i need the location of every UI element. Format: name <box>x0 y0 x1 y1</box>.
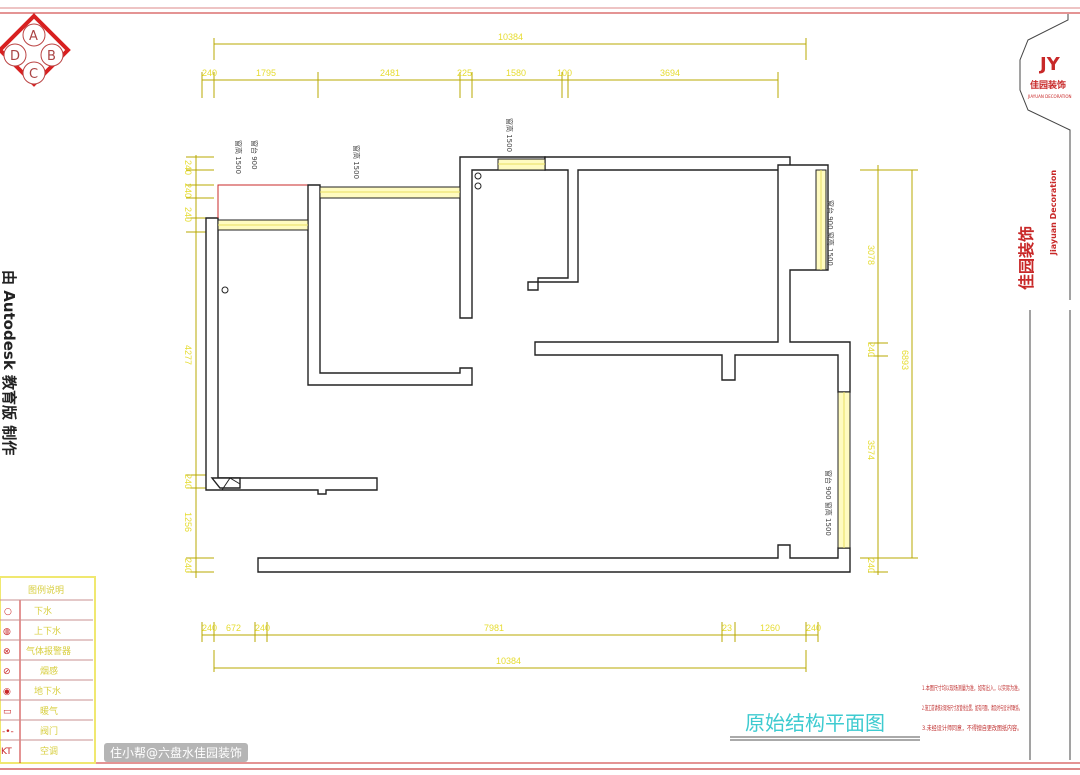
window-label-3: 窗高 1500 <box>352 145 361 179</box>
dim-bottom-total: 10384 <box>496 656 521 666</box>
window-label-2: 窗台 900 <box>250 140 259 170</box>
window-label-4: 窗高 1500 <box>505 118 514 152</box>
dim-top-2: 1795 <box>256 68 276 78</box>
dim-bottom-4: 7981 <box>484 623 504 633</box>
legend-symbol-water-icon: ◍ <box>3 627 11 637</box>
dim-left-3: 240 <box>183 207 193 222</box>
notes: 1.本图尺寸均以现场测量为准，如有出入，以实际为准。 2.施工前请核对现场尺寸及… <box>922 683 1022 732</box>
legend-label: 气体报警器 <box>26 645 71 657</box>
dim-left-4: 4277 <box>183 345 193 365</box>
dim-top-6: 100 <box>557 68 572 78</box>
legend-symbol-drain-icon: ○ <box>4 607 12 617</box>
dim-left-6: 1256 <box>183 512 193 532</box>
dim-bottom-1: 240 <box>202 623 217 633</box>
abcd-logo: A B C D <box>0 13 71 87</box>
dim-right-total: 6893 <box>900 350 910 370</box>
dim-top-5: 1580 <box>506 68 526 78</box>
windows <box>217 158 851 549</box>
dim-bottom-2: 672 <box>226 623 241 633</box>
svg-text:JY: JY <box>1038 54 1061 75</box>
brand-name-top: 佳园装饰 <box>1030 79 1066 91</box>
dim-top-4: 225 <box>457 68 472 78</box>
note-2: 2.施工前请核对现场尺寸及管线位置，如有问题，请及时与设计师联系。 <box>922 703 1022 712</box>
legend-symbol-gas-alarm-icon: ⊗ <box>3 647 11 657</box>
logo-letter-b: B <box>47 49 56 64</box>
brand-short: JIAYUAN DECORATION <box>1027 94 1072 99</box>
walls <box>205 156 851 573</box>
right-dimensions: 3078 240 3574 240 6893 <box>860 165 918 575</box>
brand-logo: JY 佳园装饰 JIAYUAN DECORATION 佳园装饰 Jiayuan … <box>1017 54 1072 290</box>
dim-bottom-3: 240 <box>255 623 270 633</box>
dim-right-1: 3078 <box>866 245 876 265</box>
window-labels: 窗高 1500 窗台 900 窗高 1500 窗高 1500 窗台 900 窗高… <box>234 118 835 536</box>
bottom-dimensions: 240 672 240 7981 23 1260 240 10384 <box>201 622 821 672</box>
legend-symbol-radiator-icon: ▭ <box>3 707 12 717</box>
window-label-1: 窗高 1500 <box>234 140 243 174</box>
legend-label: 烟感 <box>40 665 58 677</box>
dim-top-7: 3694 <box>660 68 680 78</box>
dim-bottom-5: 23 <box>722 623 732 633</box>
brand-english: Jiayuan Decoration <box>1049 170 1058 256</box>
logo-letter-c: C <box>29 67 38 82</box>
dim-top-3: 2481 <box>380 68 400 78</box>
legend-label: 阀门 <box>40 725 58 737</box>
dim-right-4: 240 <box>866 558 876 573</box>
legend-symbol-floor-drain-icon: ◉ <box>3 687 11 697</box>
dim-left-2: 240 <box>183 183 193 198</box>
dim-left-7: 240 <box>183 558 193 573</box>
legend-label: 空调 <box>40 745 58 757</box>
window-label-5: 窗台 900 窗高 1500 <box>826 200 835 266</box>
dim-left-5: 240 <box>183 474 193 489</box>
dim-right-3: 3574 <box>866 440 876 460</box>
watermark: 住小帮@六盘水佳园装饰 <box>104 743 249 762</box>
legend-title: 图例说明 <box>28 584 64 596</box>
dim-bottom-6: 1260 <box>760 623 780 633</box>
legend-table: 图例说明 ○ ◍ ⊗ ⊘ ◉ ▭ -•- KT 下水 上下水 气体报警器 烟感 … <box>0 576 96 764</box>
window-label-6: 窗台 900 窗高 1500 <box>824 470 833 536</box>
legend-symbol-valve-icon: -•- <box>2 727 14 737</box>
dim-left-1: 240 <box>183 160 193 175</box>
dim-top-1: 240 <box>202 68 217 78</box>
dim-top-total: 10384 <box>498 32 523 42</box>
dim-right-2: 240 <box>866 342 876 357</box>
side-text-left: 由 Autodesk 教育版 制作 <box>0 270 18 455</box>
legend-label: 暖气 <box>40 705 58 717</box>
note-1: 1.本图尺寸均以现场测量为准，如有出入，以实际为准。 <box>922 683 1022 692</box>
brand-name-vertical: 佳园装饰 <box>1017 226 1036 290</box>
logo-letter-d: D <box>10 49 20 64</box>
legend-symbol-ac-icon: KT <box>1 747 12 757</box>
logo-letter-a: A <box>29 29 38 44</box>
drawing-title: 原始结构平面图 <box>745 711 885 735</box>
legend-label: 下水 <box>34 605 52 617</box>
note-3: 3.未经设计师同意，不得擅自更改图纸内容。 <box>922 723 1022 732</box>
legend-symbol-smoke-icon: ⊘ <box>3 667 11 677</box>
drawing-frame <box>0 7 1080 770</box>
legend-label: 地下水 <box>34 685 61 697</box>
legend-label: 上下水 <box>34 625 61 637</box>
dim-bottom-7: 240 <box>806 623 821 633</box>
top-dimensions: 10384 240 1795 2481 225 1580 100 3694 <box>201 32 807 98</box>
